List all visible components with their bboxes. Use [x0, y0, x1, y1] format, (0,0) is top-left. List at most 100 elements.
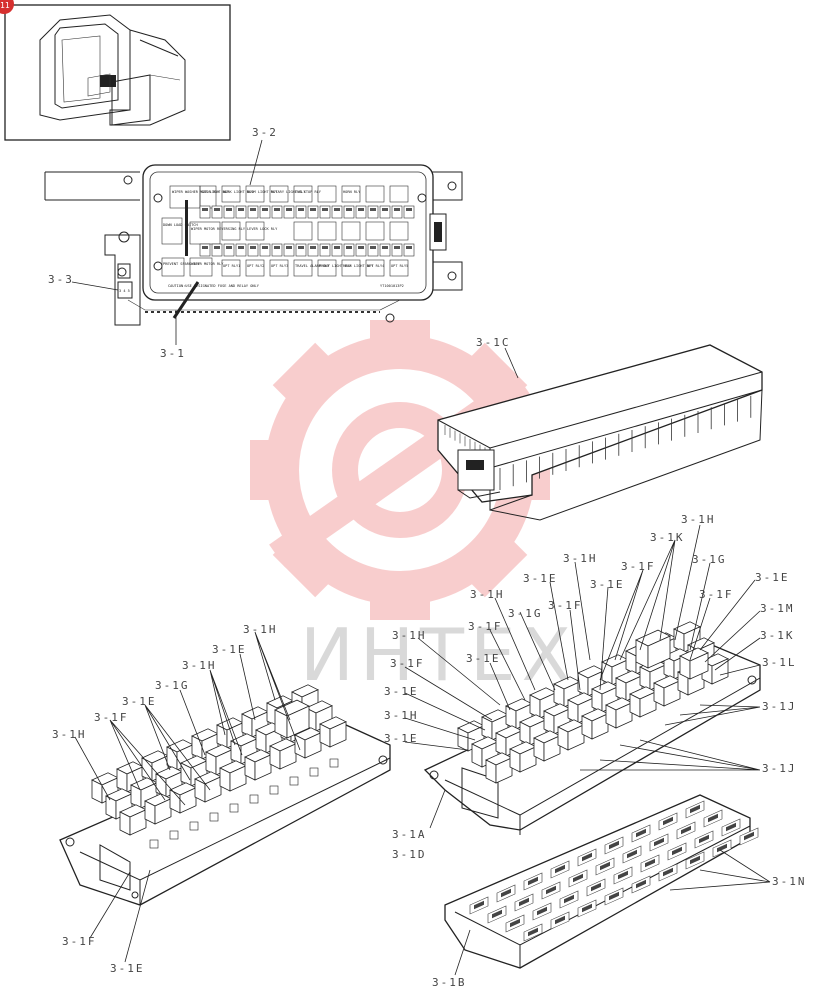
fuse-slot-mark: [346, 246, 352, 249]
callout-3-2: 3-2: [252, 126, 278, 139]
relay-label: WORK LIGHT RLY: [223, 190, 254, 194]
callout-3-1H: 3-1H: [52, 728, 87, 741]
relay-cube-front: [663, 680, 681, 707]
fuse-slot-mark: [370, 208, 376, 211]
fuse-slot-mark: [274, 246, 280, 249]
tray-cell-terminal: [690, 804, 700, 814]
relay-label: WIPER WASHER MOTOR RLY: [172, 190, 220, 194]
fuse-slot: [259, 243, 271, 257]
tray-cell-terminal: [654, 837, 664, 847]
fuse-slot: [331, 205, 343, 219]
callout-3-1H: 3-1H: [384, 709, 419, 722]
callout-3-1E: 3-1E: [122, 695, 157, 708]
callout-3-1L: 3-1L: [762, 656, 797, 669]
relay-cube-front: [229, 765, 247, 792]
fuse-slot: [283, 205, 295, 219]
right-relay-board: [423, 621, 761, 835]
callout-3-1E: 3-1E: [384, 732, 419, 745]
relay-cube-front: [647, 635, 671, 669]
fuse-slot: [271, 205, 283, 219]
relay-cube-front: [179, 787, 197, 814]
callout-3-1H: 3-1H: [392, 629, 427, 642]
fuse-slot: [331, 243, 343, 257]
fuse-relay-panel: 3 4 5 WIPER WASHER MOTOR RLY CAB LIGHT R…: [44, 164, 463, 326]
fuse-slot: [367, 205, 379, 219]
tray-cell-terminal: [717, 843, 727, 853]
relay-label: REAR LIGHT RLY: [343, 264, 374, 268]
relay-label: OPT RLY1: [223, 264, 240, 268]
watermark-text: ИНТЕХ: [300, 613, 577, 697]
fuse-slot-mark: [334, 246, 340, 249]
tray-cell-terminal: [582, 903, 592, 913]
callout-3-1A: 3-1A: [392, 828, 427, 841]
callout-3-1F: 3-1F: [699, 588, 734, 601]
tray-cell-terminal: [600, 861, 610, 871]
fuse-slot: [189, 821, 199, 831]
tray-cell-terminal: [636, 828, 646, 838]
fuse-slot: [223, 243, 235, 257]
fuse-slot-mark: [250, 246, 256, 249]
callout-3-1G: 3-1G: [508, 607, 543, 620]
fuse-slot: [295, 205, 307, 219]
relay-cube-front: [329, 721, 347, 748]
fuse-slot-mark: [406, 246, 412, 249]
fuse-slot-mark: [226, 208, 232, 211]
fuse-slot: [343, 243, 355, 257]
relay-label: LEVER LOCK RLY: [247, 227, 278, 231]
callout-3-1E: 3-1E: [466, 652, 501, 665]
fuse-slot-mark: [214, 246, 220, 249]
relay-cube-front: [279, 743, 297, 770]
callout-3-1E: 3-1E: [755, 571, 790, 584]
callout-3-1K: 3-1K: [760, 629, 795, 642]
fuse-slot: [199, 205, 211, 219]
callout-3-1J: 3-1J: [762, 762, 797, 775]
callout-3-1M: 3-1M: [760, 602, 795, 615]
fuse-slot-mark: [358, 246, 364, 249]
fuse-slot: [319, 243, 331, 257]
relay-label: DOWN LOAD SWITCH: [163, 223, 198, 227]
fuse-slot-mark: [202, 208, 208, 211]
callout-3-1G: 3-1G: [155, 679, 190, 692]
fuse-slot-mark: [394, 246, 400, 249]
left-relay-board: [59, 684, 391, 906]
fuse-slot: [249, 794, 259, 804]
relay-cube-front: [254, 754, 272, 781]
fuse-slot: [199, 243, 211, 257]
relay-cube-front: [711, 658, 729, 685]
callout-3-1: 3-1: [160, 347, 186, 360]
excavator-thumbnail: 11: [0, 0, 231, 141]
callout-3-1H: 3-1H: [182, 659, 217, 672]
fuse-slot-mark: [346, 208, 352, 211]
fuse-slot-mark: [250, 208, 256, 211]
fuse-slot: [343, 205, 355, 219]
relay-cube-front: [154, 798, 172, 825]
fuse-slot-mark: [286, 208, 292, 211]
relay-label: ROTARY LIGHT RLY: [271, 190, 306, 194]
relay-cube-front: [543, 735, 561, 762]
fuse-slot-mark: [370, 246, 376, 249]
callout-3-1E: 3-1E: [110, 962, 145, 975]
tray-cell-terminal: [699, 834, 709, 844]
relay-label: BOOM LIGHT RLY: [247, 190, 278, 194]
callout-3-1C: 3-1C: [476, 336, 511, 349]
fuse-slot: [379, 243, 391, 257]
relay-label: OPT RLY4: [367, 264, 384, 268]
callout-3-1F: 3-1F: [621, 560, 656, 573]
relay-label: OPT RLY2: [247, 264, 264, 268]
fuse-slot-mark: [286, 246, 292, 249]
fuse-slot-mark: [262, 246, 268, 249]
fuse-slot: [379, 205, 391, 219]
fuse-slot: [391, 205, 403, 219]
fuse-slot-mark: [238, 208, 244, 211]
fuse-slot: [309, 767, 319, 777]
tray-cell-terminal: [690, 855, 700, 865]
callout-3-1H: 3-1H: [563, 552, 598, 565]
relay-label: PREVENT SPARK RLY: [163, 262, 201, 266]
fuse-slot: [367, 243, 379, 257]
callout-labels: 3-2 3-3 3-1 3-1C 3-1H 3-1E 3-1H 3-1G 3-1…: [48, 126, 805, 989]
callout-3-3: 3-3: [48, 273, 74, 286]
tray-cell-terminal: [618, 870, 628, 880]
fuse-slot: [307, 205, 319, 219]
tray-cell-terminal: [636, 879, 646, 889]
